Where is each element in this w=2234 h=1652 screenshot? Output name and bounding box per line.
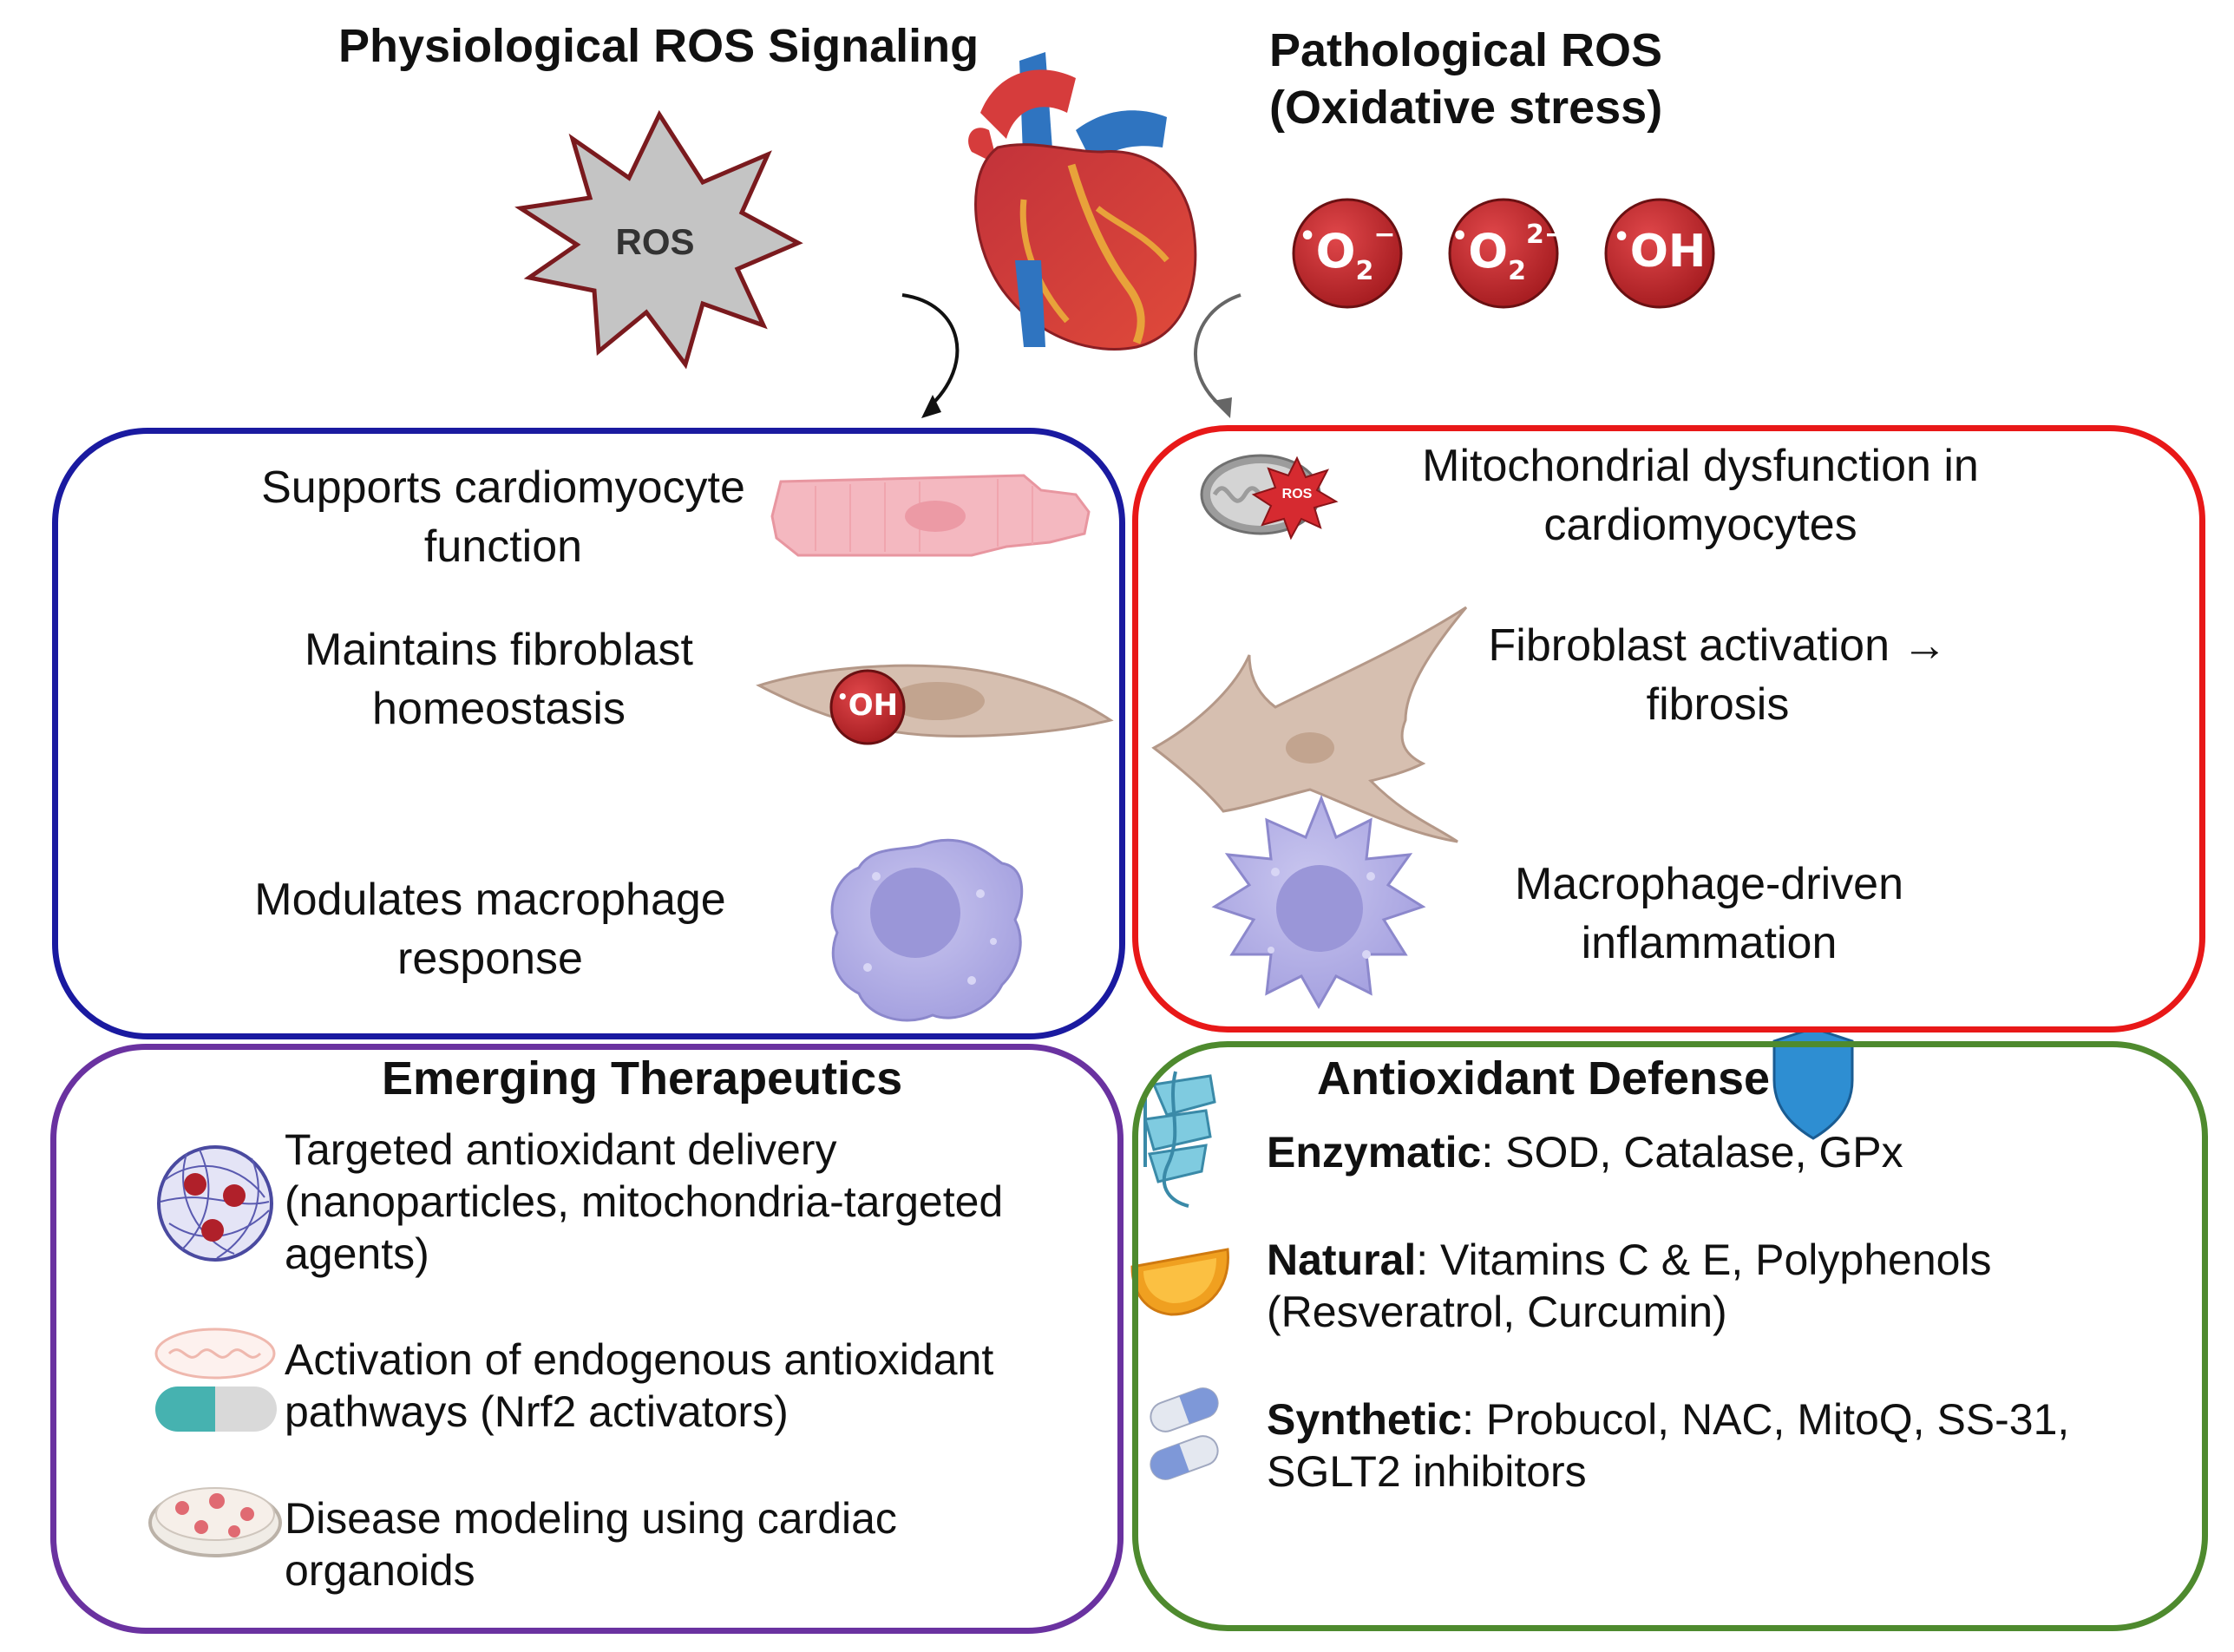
- physiological-item-fibroblast: Maintains fibroblast homeostasis: [305, 625, 693, 734]
- arrow-to-physiological: [901, 293, 960, 418]
- nanoparticle-icon: [157, 1145, 273, 1262]
- pathological-item-fibroblast: Fibroblast activation → fibrosis: [1488, 620, 1948, 730]
- therapeutics-item-organoids: Disease modeling using cardiac organoids: [285, 1494, 897, 1595]
- pathological-title: Pathological ROS (Oxidative stress): [1269, 22, 1662, 136]
- antioxidant-title: Antioxidant Defense: [1317, 1052, 1771, 1105]
- macrophage-activated-icon: [1211, 794, 1426, 1010]
- mitochondrion-ros-icon: [1200, 454, 1339, 541]
- peroxide-sphere-icon: [1448, 198, 1559, 309]
- shield-icon: [1772, 1026, 1854, 1140]
- physiological-title: Physiological ROS Signaling: [338, 20, 979, 72]
- superoxide-sphere-icon: [1292, 198, 1403, 309]
- therapeutics-title: Emerging Therapeutics: [382, 1052, 903, 1105]
- antioxidant-item-natural: Natural: Vitamins C & E, Polyphenols (Re…: [1267, 1234, 2169, 1338]
- macrophage-resting-icon: [830, 838, 1024, 1022]
- antioxidant-natural-label: Natural: [1267, 1236, 1417, 1284]
- pills-icon: [1150, 1387, 1219, 1480]
- capsule-icon: [155, 1386, 277, 1432]
- antioxidant-natural-text: : Vitamins C & E, Polyphenols (Resveratr…: [1267, 1236, 1992, 1336]
- arrow-to-pathological: [1194, 293, 1241, 418]
- antioxidant-item-synthetic: Synthetic: Probucol, NAC, MitoQ, SS-31, …: [1267, 1393, 2169, 1498]
- ros-star-label: ROS: [615, 221, 695, 262]
- pathological-title-line1: Pathological ROS: [1269, 24, 1663, 76]
- species-peroxide-label: •O22−: [1451, 220, 1566, 286]
- species-hydroxyl-label: •OH: [1613, 222, 1707, 278]
- antioxidant-panel: [1132, 1041, 2208, 1631]
- heart-icon: [968, 52, 1197, 351]
- antioxidant-item-enzymatic: Enzymatic: SOD, Catalase, GPx: [1267, 1126, 2169, 1178]
- physiological-item-cardiomyocyte: Supports cardiomyocyte function: [261, 462, 745, 572]
- physiological-item-macrophage: Modulates macrophage response: [254, 875, 726, 984]
- pathological-title-line2: (Oxidative stress): [1269, 82, 1663, 134]
- antioxidant-synthetic-text: : Probucol, NAC, MitoQ, SS-31, SGLT2 inh…: [1267, 1395, 2070, 1496]
- pathological-item-mitochondria: Mitochondrial dysfunction in cardiomyocy…: [1422, 441, 1979, 550]
- hydroxyl-sphere-icon: [1604, 198, 1715, 309]
- mito-ros-label: ROS: [1281, 487, 1313, 502]
- antioxidant-enzymatic-text: : SOD, Catalase, GPx: [1481, 1128, 1903, 1177]
- therapeutics-item-activation: Activation of endogenous antioxidant pat…: [285, 1335, 994, 1436]
- pathological-panel: [1132, 425, 2205, 1032]
- antioxidant-synthetic-label: Synthetic: [1267, 1395, 1463, 1444]
- ros-star-icon: [514, 109, 803, 370]
- hydroxyl-small-label: •OH: [836, 686, 899, 723]
- antioxidant-enzymatic-label: Enzymatic: [1267, 1128, 1482, 1177]
- petri-dish-icon: [148, 1487, 282, 1557]
- mitochondrion-outline-icon: [154, 1328, 276, 1380]
- therapeutics-panel: [50, 1044, 1124, 1634]
- therapeutics-item-delivery: Targeted antioxidant delivery (nanoparti…: [285, 1125, 1004, 1278]
- pathological-item-macrophage: Macrophage-driven inflammation: [1514, 859, 1904, 968]
- hydroxyl-small-icon: [829, 669, 906, 745]
- orange-slice-icon: [1130, 1248, 1229, 1316]
- fibroblast-activated-icon: [1151, 606, 1468, 843]
- physiological-panel: [52, 428, 1125, 1039]
- species-superoxide-label: •O2−: [1299, 220, 1396, 286]
